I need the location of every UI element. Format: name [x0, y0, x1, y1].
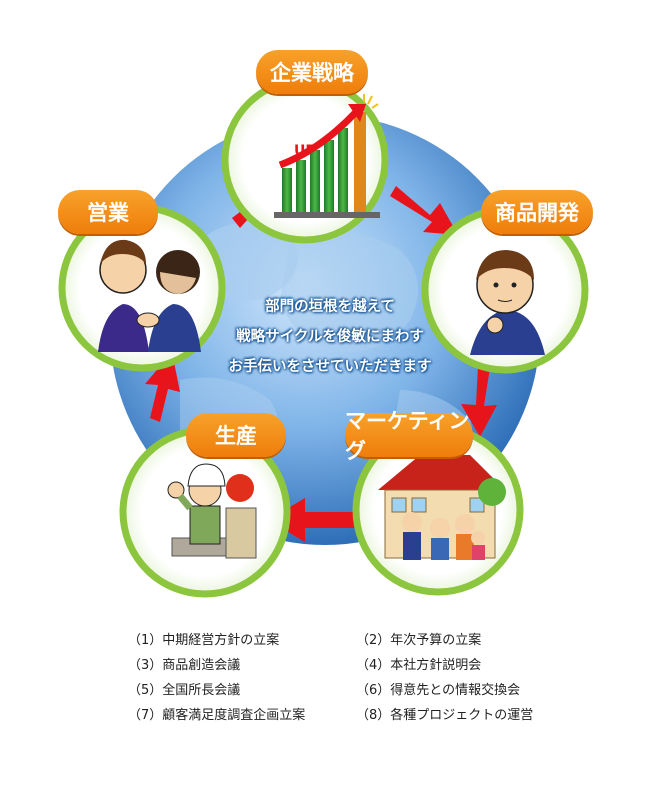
growth-chart-icon [274, 94, 380, 218]
thinking-man-icon [470, 250, 545, 355]
list-item: （1）中期経営方針の立案 [128, 633, 280, 648]
stage-label-production: 生産 [186, 413, 286, 457]
list-item: （4）本社方針説明会 [356, 658, 482, 673]
list-item: （5）全国所長会議 [128, 683, 241, 698]
list-item: （7）顧客満足度調査企画立案 [128, 708, 306, 723]
list-item: （6）得意先との情報交換会 [356, 683, 521, 698]
stage-label-sales: 営業 [58, 190, 158, 234]
stage-label-marketing: マーケティング [345, 409, 473, 463]
chart-up-badge: UP [294, 143, 316, 159]
factory-worker-icon [167, 463, 257, 559]
list-item: （3）商品創造会議 [128, 658, 241, 673]
activity-list: （1）中期経営方針の立案 （2）年次予算の立案 （3）商品創造会議 （4）本社方… [128, 630, 568, 727]
stage-label-strategy: 企業戦略 [256, 50, 368, 94]
center-line: 部門の垣根を越えて [265, 299, 395, 315]
center-message: 部門の垣根を越えて 戦略サイクルを俊敏にまわす お手伝いをさせていただきます [190, 292, 470, 382]
list-item: （8）各種プロジェクトの運営 [356, 708, 534, 723]
house-family-icon [378, 455, 506, 560]
arrow-icon [390, 186, 458, 235]
center-line: お手伝いをさせていただきます [228, 359, 432, 375]
handshake-icon [98, 239, 201, 352]
strategy-cycle-diagram: UP [58, 50, 593, 598]
stage-label-product: 商品開発 [481, 190, 593, 234]
center-line: 戦略サイクルを俊敏にまわす [236, 329, 424, 345]
list-item: （2）年次予算の立案 [356, 633, 482, 648]
arrow-icon [145, 352, 180, 422]
